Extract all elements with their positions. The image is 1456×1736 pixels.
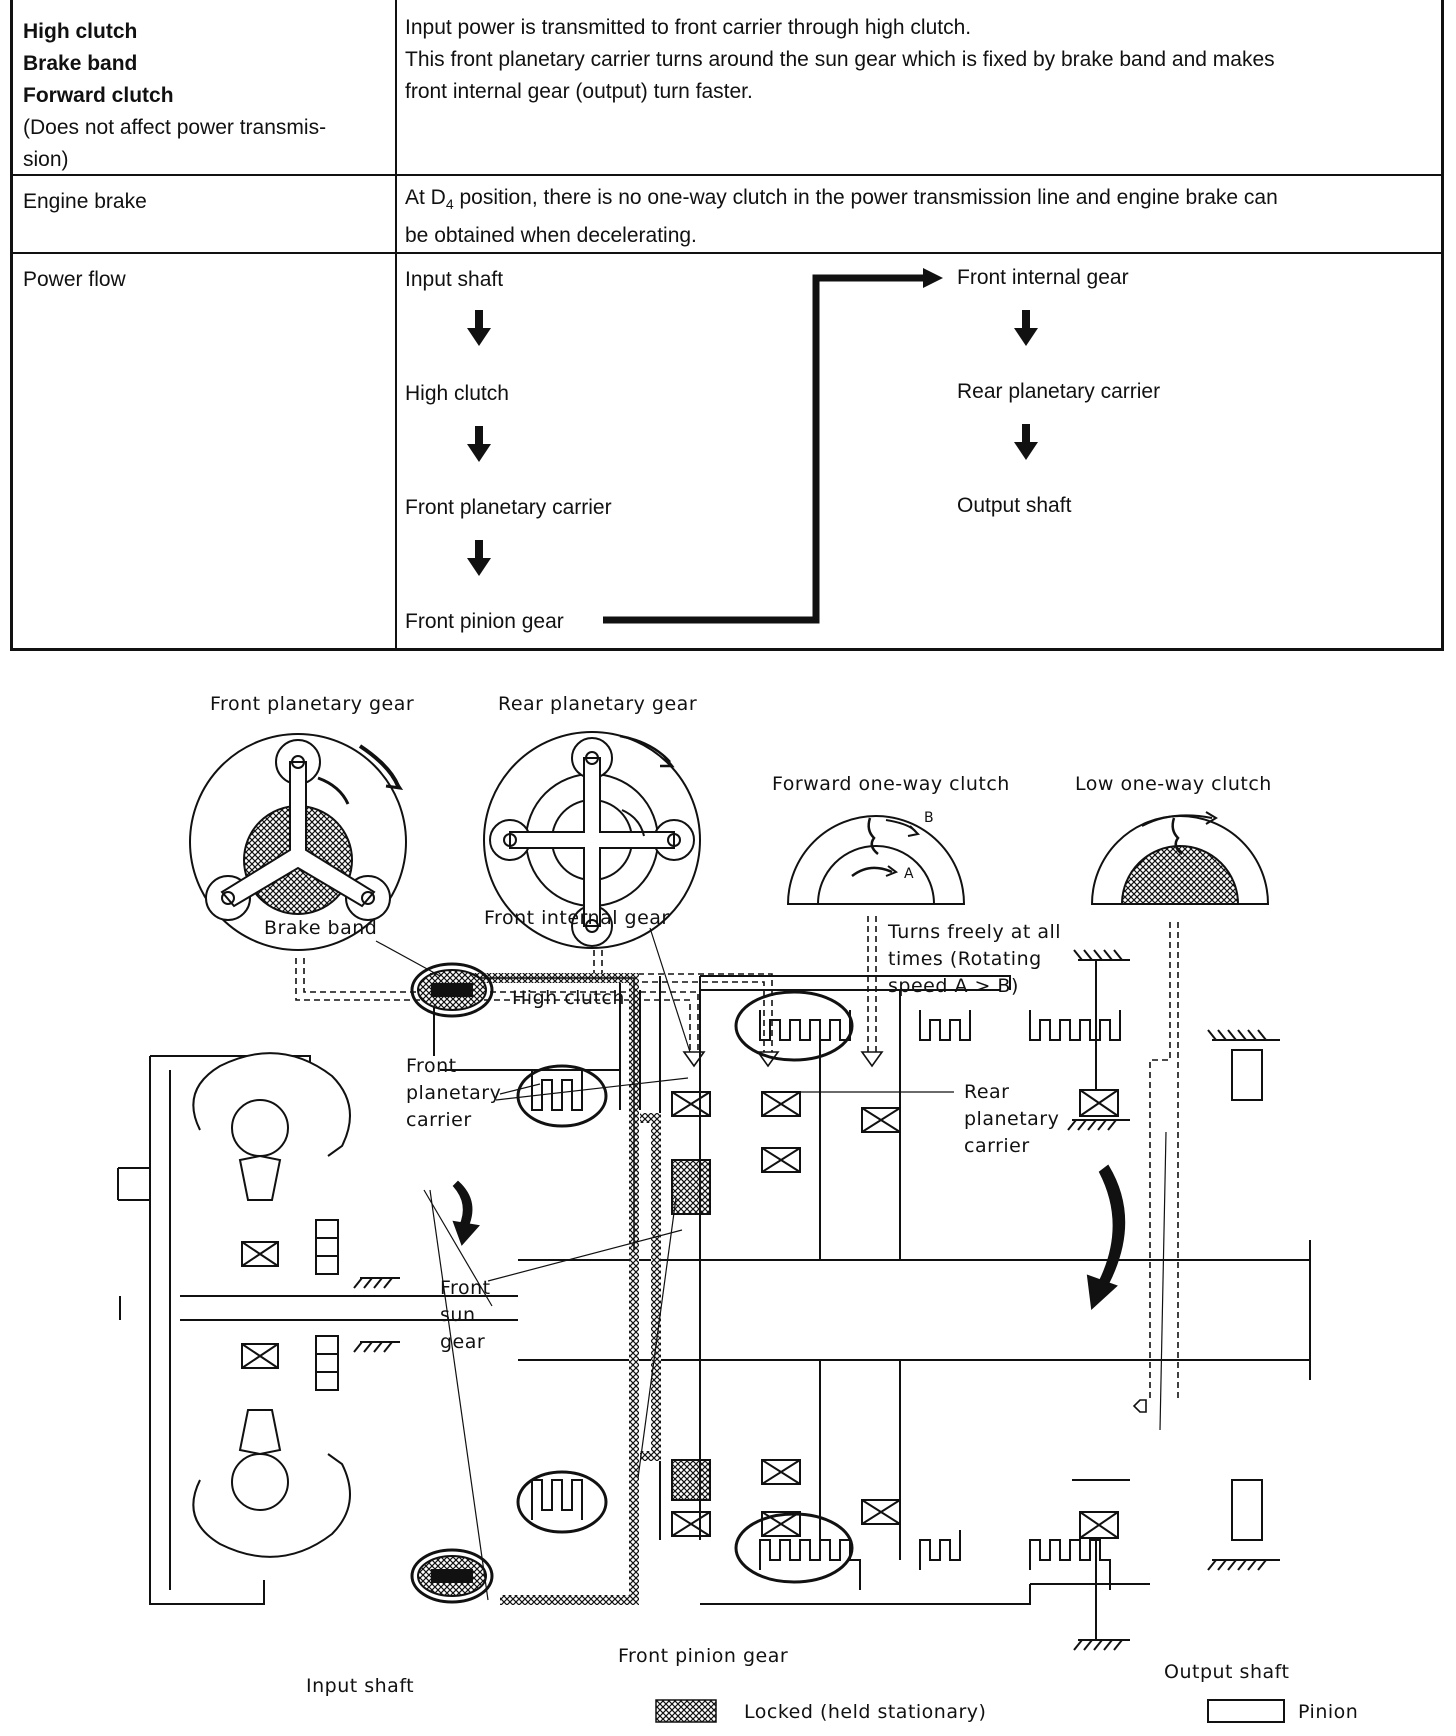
engine-brake-line-2: be obtained when decelerating. (405, 224, 697, 248)
legend-locked-label: Locked (held stationary) (744, 1701, 986, 1723)
label-rear-planetary-carrier-1: Rear (964, 1081, 1010, 1103)
engine-brake-description: At D4 position, there is no one-way clut… (405, 182, 1425, 252)
label-rear-planetary-gear: Rear planetary gear (498, 693, 697, 715)
engine-brake-line-1: At D4 position, there is no one-way clut… (405, 182, 1425, 220)
dashed-connectors (295, 916, 1179, 1400)
down-arrow-icon (1014, 310, 1038, 346)
down-arrow-icon (467, 540, 491, 576)
label-forward-one-way-clutch: Forward one-way clutch (772, 773, 1010, 795)
brake-band-upper (417, 969, 639, 1360)
front-sun-gear-locked (640, 1113, 661, 1461)
d-subscript: 4 (445, 196, 454, 213)
legend-pinion-label: Pinion (1298, 1701, 1358, 1723)
rotation-arrow-icon (1086, 1164, 1126, 1311)
turns-freely-line-2: times (Rotating (888, 948, 1042, 970)
label-output-shaft: Output shaft (1164, 1661, 1289, 1683)
column-divider (395, 0, 397, 648)
label-front-planetary-gear: Front planetary gear (210, 693, 414, 715)
flow-output-shaft: Output shaft (957, 494, 1072, 517)
forward-one-way-clutch-icon (786, 815, 966, 905)
flow-rear-planetary-carrier: Rear planetary carrier (957, 380, 1161, 403)
label-brake-band: Brake band (23, 52, 138, 75)
label-brake-band: Brake band (264, 917, 377, 939)
down-arrow-icon (1014, 424, 1038, 460)
label-front-sun-gear-1: Front (440, 1277, 491, 1299)
low-one-way-clutch-icon (1090, 811, 1270, 905)
label-low-one-way-clutch: Low one-way clutch (1075, 773, 1272, 795)
transmission-cross-section (117, 949, 1311, 1651)
desc-line-2: This front planetary carrier turns aroun… (405, 48, 1275, 71)
label-note-1: (Does not affect power transmis- (23, 116, 327, 139)
engine-brake-line-1-rest: position, there is no one-way clutch in … (453, 186, 1278, 209)
label-front-sun-gear-3: gear (440, 1331, 485, 1353)
leader-lines (375, 927, 1167, 1601)
turns-freely-line-1: Turns freely at all (887, 921, 1061, 943)
desc-line-1: Input power is transmitted to front carr… (405, 16, 972, 39)
label-rear-planetary-carrier-3: carrier (964, 1135, 1030, 1157)
legend-pinion: Pinion (1207, 1699, 1358, 1723)
legend-locked: Locked (held stationary) (655, 1699, 986, 1723)
mark-a: A (904, 866, 914, 882)
power-train-diagram: Front planetary gear Rear planetary gear… (117, 693, 1358, 1723)
down-arrow-icon (467, 426, 491, 462)
desc-line-3: front internal gear (output) turn faster… (405, 80, 753, 103)
front-planetary-gear-icon (189, 733, 407, 951)
label-front-planetary-carrier-3: carrier (406, 1109, 472, 1131)
flow-front-pinion-gear: Front pinion gear (405, 610, 564, 633)
flow-input-shaft: Input shaft (405, 268, 504, 291)
table-row-power-flow: Power flow Input shaft High clutch Front… (13, 254, 1441, 648)
legend-locked-swatch (655, 1699, 717, 1723)
label-front-pinion-gear: Front pinion gear (618, 1645, 788, 1667)
flow-front-planetary-carrier: Front planetary carrier (405, 496, 612, 519)
rear-planetary-gear-icon (483, 731, 701, 949)
turns-freely-line-3: speed A > B) (888, 975, 1019, 997)
flow-front-internal-gear: Front internal gear (957, 266, 1129, 289)
flow-connector-arrow (603, 268, 943, 624)
label-input-shaft: Input shaft (306, 1675, 414, 1697)
mark-b: B (924, 810, 934, 826)
label-high-clutch: High clutch (512, 987, 625, 1009)
label-front-internal-gear: Front internal gear (484, 907, 670, 929)
label-front-planetary-carrier-2: planetary (406, 1082, 501, 1104)
callout-circles (410, 962, 854, 1604)
label-power-flow: Power flow (23, 268, 126, 291)
flow-high-clutch: High clutch (405, 382, 509, 405)
table-row-clutches: High clutch Brake band Forward clutch (D… (13, 0, 1441, 176)
label-note-2: sion) (23, 148, 69, 171)
dashed-arrow-heads (682, 1051, 1147, 1413)
down-arrow-icon (467, 310, 491, 346)
label-front-sun-gear-2: sun (440, 1304, 475, 1326)
table-row-engine-brake: Engine brake At D4 position, there is no… (13, 176, 1441, 254)
label-front-planetary-carrier-1: Front (406, 1055, 457, 1077)
rotation-arrow-icon (452, 1180, 480, 1246)
operation-table: High clutch Brake band Forward clutch (D… (10, 0, 1444, 651)
label-high-clutch: High clutch (23, 20, 138, 43)
legend-pinion-swatch (1207, 1699, 1285, 1723)
power-flow-arrows (467, 268, 1038, 624)
brake-band-lower (417, 1250, 639, 1605)
label-rear-planetary-carrier-2: planetary (964, 1108, 1059, 1130)
label-engine-brake: Engine brake (23, 190, 147, 213)
d-prefix: At D (405, 186, 446, 209)
label-forward-clutch: Forward clutch (23, 84, 174, 107)
row-clutches-description: Input power is transmitted to front carr… (405, 12, 1425, 108)
row-clutches-label-cell: High clutch Brake band Forward clutch (D… (23, 16, 385, 176)
